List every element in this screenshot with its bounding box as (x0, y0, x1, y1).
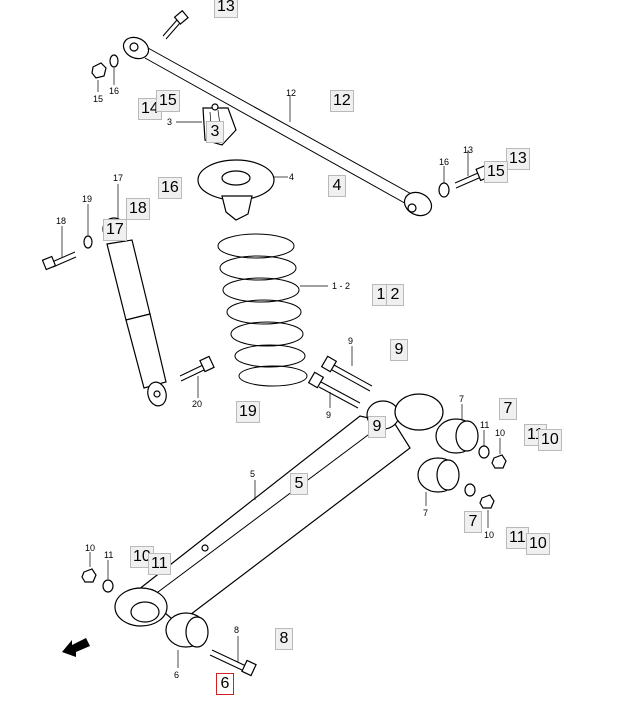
callout-14[interactable]: 14 (138, 98, 162, 120)
callout-15[interactable]: 15 (484, 161, 508, 183)
callout-8[interactable]: 8 (275, 628, 293, 650)
part-label-16: 16 (439, 157, 450, 167)
part-label-12: 12 (286, 88, 297, 98)
callout-15[interactable]: 15 (156, 90, 180, 112)
part-label-7: 7 (459, 394, 465, 404)
callout-10[interactable]: 10 (538, 429, 562, 451)
callout-11[interactable]: 11 (506, 527, 529, 549)
part-label-16: 16 (109, 86, 120, 96)
part-label-10: 10 (495, 428, 506, 438)
part-label-10: 10 (85, 543, 96, 553)
callout-11[interactable]: 11 (148, 553, 171, 575)
callout-2[interactable]: 2 (386, 284, 404, 306)
fwd-arrow-icon (62, 638, 90, 657)
part-label-11: 11 (104, 550, 114, 560)
part-label-3: 3 (167, 117, 173, 127)
part-label-7: 7 (423, 508, 429, 518)
part-label-5: 5 (250, 469, 256, 479)
callout-13[interactable]: 13 (214, 0, 238, 18)
part-label-6: 6 (174, 670, 180, 680)
part-label-4: 4 (289, 172, 295, 182)
callout-12[interactable]: 12 (330, 90, 354, 112)
bolt-20 (179, 355, 215, 398)
nuts-10-washers-11-right (464, 430, 507, 528)
part-label-17: 17 (113, 173, 124, 183)
nuts-10-washers-11-left (81, 552, 114, 593)
part-label-15: 15 (93, 94, 104, 104)
part-label-11: 11 (480, 420, 490, 430)
callout-16[interactable]: 16 (158, 177, 182, 199)
callout-1[interactable]: 1 (372, 284, 390, 306)
bushings-7 (417, 404, 479, 506)
callout-3[interactable]: 3 (206, 121, 224, 143)
callout-6-selected[interactable]: 6 (216, 673, 234, 695)
lateral-rod (122, 36, 433, 217)
callout-9[interactable]: 9 (390, 339, 408, 361)
spring-seat (197, 159, 288, 221)
callout-10[interactable]: 10 (526, 533, 550, 555)
part-label-1-2: 1 - 2 (332, 281, 351, 291)
bolts-9 (307, 346, 373, 409)
callout-18[interactable]: 18 (126, 198, 150, 220)
part-label-8: 8 (234, 625, 240, 635)
callout-13[interactable]: 13 (506, 148, 530, 170)
callout-7[interactable]: 7 (499, 398, 517, 420)
callout-7[interactable]: 7 (464, 511, 482, 533)
callout-4[interactable]: 4 (328, 175, 346, 197)
part-label-10: 10 (484, 530, 495, 540)
bushing-6-bolt-8 (165, 612, 257, 677)
part-label-20: 20 (192, 399, 203, 409)
part-label-19: 19 (82, 194, 93, 204)
callout-19[interactable]: 19 (236, 401, 260, 423)
part-label-9: 9 (348, 336, 354, 346)
part-label-18: 18 (56, 216, 67, 226)
bolt-13-top (162, 9, 189, 40)
callout-5[interactable]: 5 (290, 473, 308, 495)
callout-17[interactable]: 17 (103, 219, 127, 241)
trailing-arm (114, 393, 444, 627)
nut-15-washer-16-left (91, 54, 119, 92)
part-label-9: 9 (326, 410, 332, 420)
washer-19-bolt-18 (41, 204, 93, 271)
part-label-13: 13 (463, 145, 474, 155)
callout-9[interactable]: 9 (368, 416, 386, 438)
coil-spring (217, 233, 328, 387)
